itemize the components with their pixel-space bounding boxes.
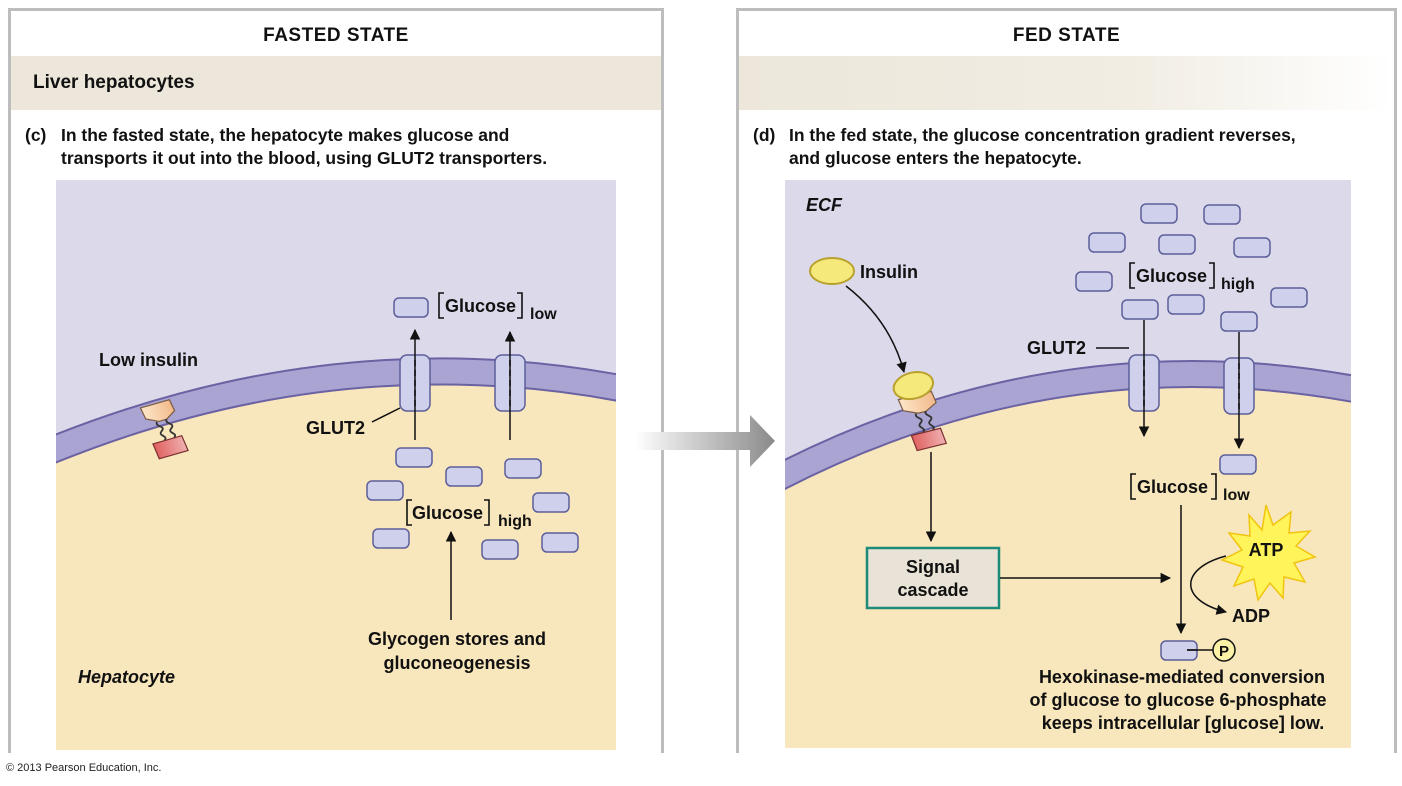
fasted-caption-text: In the fasted state, the hepatocyte make… bbox=[61, 125, 548, 168]
cytoplasm-region bbox=[56, 371, 616, 750]
cytoplasm-region bbox=[785, 374, 1351, 748]
hexokinase-note-line3: keeps intracellular [glucose] low. bbox=[1042, 713, 1324, 733]
glucose-high-label: Glucose high bbox=[1129, 262, 1255, 293]
atp-to-adp-arrow bbox=[1190, 555, 1228, 615]
svg-text:high: high bbox=[498, 513, 532, 530]
insulin-receptor-icon bbox=[139, 398, 189, 460]
phosphate-icon: P bbox=[1187, 638, 1236, 662]
insulin-binding-arrow bbox=[845, 285, 907, 374]
glycogen-label-line2: gluconeogenesis bbox=[383, 653, 530, 673]
glucose-molecule-icon bbox=[395, 447, 433, 468]
glucose-low-label: Glucose low bbox=[438, 292, 557, 323]
glucose-molecule-icon bbox=[541, 532, 579, 553]
glucose-molecule-icon bbox=[1219, 454, 1257, 475]
atp-label: ATP bbox=[1249, 540, 1284, 560]
caption-letter-d: (d) bbox=[753, 125, 776, 145]
liver-hepatocytes-band: Liver hepatocytes bbox=[11, 56, 661, 110]
svg-text:low: low bbox=[530, 306, 557, 323]
glucose-molecule-icon bbox=[532, 492, 570, 513]
glucose-molecule-icon bbox=[481, 539, 519, 560]
ecf-label: ECF bbox=[806, 195, 843, 215]
insulin-label: Insulin bbox=[860, 262, 918, 282]
glut2-label: GLUT2 bbox=[1027, 338, 1086, 358]
glucose-low-label: Glucose low bbox=[1130, 473, 1250, 504]
transition-arrow-icon bbox=[635, 415, 775, 467]
signal-cascade-box: Signal cascade bbox=[865, 546, 1001, 610]
adp-label: ADP bbox=[1232, 606, 1270, 626]
glucose-molecule-icon bbox=[504, 458, 542, 479]
glucose-molecule-icon bbox=[1088, 232, 1126, 253]
glucose-molecule-icon bbox=[1140, 203, 1178, 224]
svg-text:Glucose: Glucose bbox=[1137, 477, 1208, 497]
glycogen-label-line1: Glycogen stores and bbox=[368, 629, 546, 649]
glucose-molecule-icon bbox=[1167, 294, 1205, 315]
fed-band bbox=[739, 56, 1394, 110]
svg-text:high: high bbox=[1221, 276, 1255, 293]
svg-text:Glucose: Glucose bbox=[412, 503, 483, 523]
hepatocyte-label: Hepatocyte bbox=[78, 667, 175, 687]
glucose-molecule-icon bbox=[1158, 234, 1196, 255]
insulin-molecule-icon bbox=[809, 257, 855, 285]
atp-burst-icon: ATP bbox=[1220, 504, 1317, 602]
cell-membrane-fill bbox=[56, 359, 616, 462]
glucose-high-label: Glucose high bbox=[406, 499, 532, 530]
hexokinase-note-line2: of glucose to glucose 6-phosphate bbox=[1029, 690, 1326, 710]
svg-text:Glucose: Glucose bbox=[445, 296, 516, 316]
glucose-molecule-icon bbox=[366, 480, 404, 501]
glucose-molecule-icon bbox=[1270, 287, 1308, 308]
svg-text:low: low bbox=[1223, 487, 1250, 504]
low-insulin-label: Low insulin bbox=[99, 350, 198, 370]
glucose-molecule-icon bbox=[393, 297, 429, 318]
glucose-molecule-icon bbox=[1220, 311, 1258, 332]
svg-text:Glucose: Glucose bbox=[1136, 266, 1207, 286]
intracellular-glucose-group bbox=[366, 447, 579, 560]
glucose-molecule-icon bbox=[1121, 299, 1159, 320]
glucose-molecule-icon bbox=[1075, 271, 1113, 292]
cell-membrane-fill bbox=[785, 362, 1351, 488]
phosphate-label: P bbox=[1219, 643, 1229, 660]
fasted-state-title: FASTED STATE bbox=[263, 25, 409, 46]
extracellular-glucose-group bbox=[1075, 203, 1308, 332]
insulin-receptor-icon bbox=[892, 371, 948, 452]
glucose-molecule-icon bbox=[1203, 204, 1241, 225]
hexokinase-note-line1: Hexokinase-mediated conversion bbox=[1039, 667, 1325, 687]
fed-state-title: FED STATE bbox=[1012, 25, 1121, 46]
signal-label-line2: cascade bbox=[897, 580, 968, 600]
glucose-molecule-icon bbox=[445, 466, 483, 487]
glut2-label: GLUT2 bbox=[306, 418, 365, 438]
copyright-notice: © 2013 Pearson Education, Inc. bbox=[6, 762, 162, 774]
caption-letter-c: (c) bbox=[25, 125, 47, 145]
fed-caption-text: In the fed state, the glucose concentrat… bbox=[789, 125, 1296, 168]
glucose-molecule-icon bbox=[1233, 237, 1271, 258]
glucose-molecule-icon bbox=[372, 528, 410, 549]
signal-label-line1: Signal bbox=[906, 557, 960, 577]
liver-hepatocytes-label: Liver hepatocytes bbox=[33, 72, 195, 93]
glut2-leader-line bbox=[371, 407, 401, 423]
